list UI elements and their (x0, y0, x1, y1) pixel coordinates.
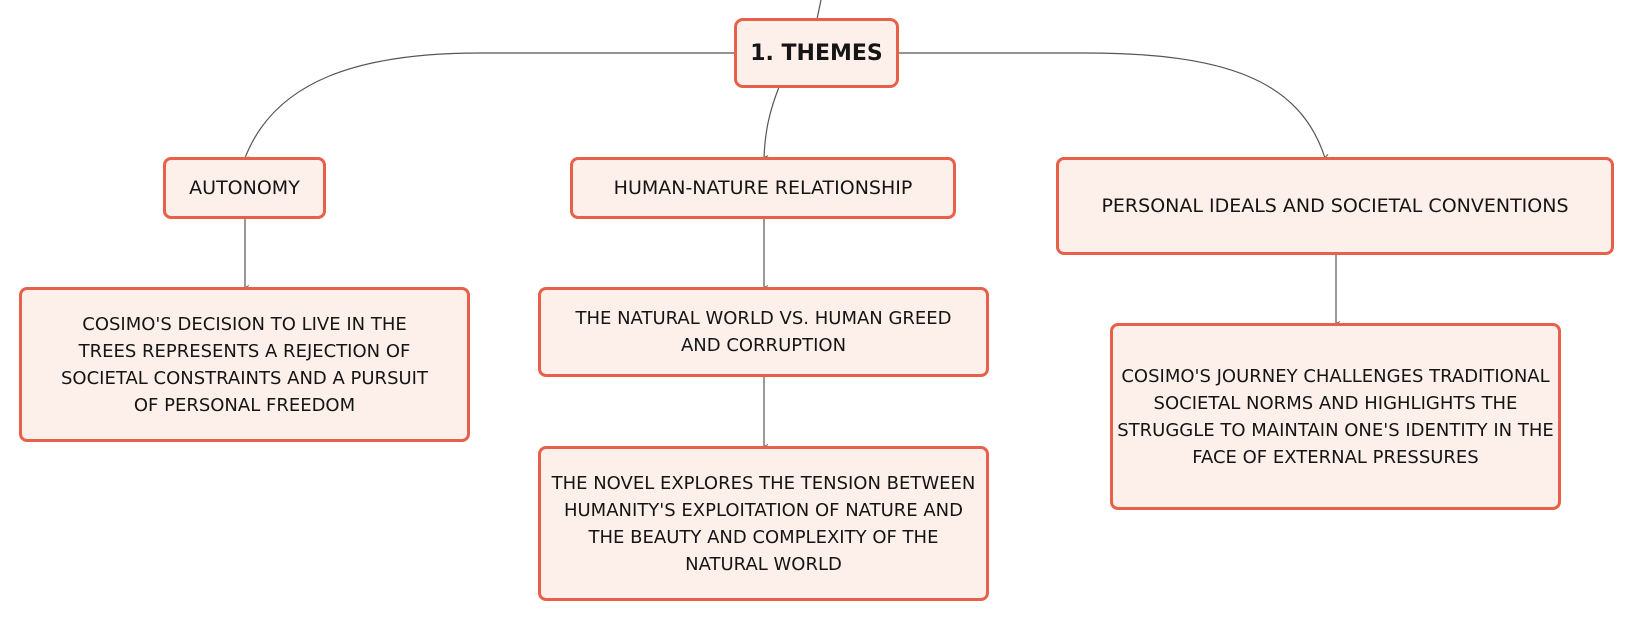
topic-node-autonomy[interactable]: AUTONOMY (163, 157, 326, 219)
topic-node-personal-ideals[interactable]: PERSONAL IDEALS AND SOCIETAL CONVENTIONS (1056, 157, 1614, 255)
connector-root-human-nature (764, 86, 780, 158)
root-node-label: 1. THEMES (750, 40, 883, 66)
connector-root-personal-ideals (898, 52, 1325, 158)
detail-node-text: THE NATURAL WORLD VS. HUMAN GREED AND CO… (575, 308, 952, 356)
subdetail-node-human-nature[interactable]: THE NOVEL EXPLORES THE TENSION BETWEEN H… (538, 446, 989, 601)
detail-node-text: COSIMO'S JOURNEY CHALLENGES TRADITIONAL … (1117, 365, 1554, 468)
detail-node-text: COSIMO'S DECISION TO LIVE IN THE TREES R… (61, 313, 428, 416)
detail-node-human-nature[interactable]: THE NATURAL WORLD VS. HUMAN GREED AND CO… (538, 287, 989, 377)
detail-node-text: THE NOVEL EXPLORES THE TENSION BETWEEN H… (551, 472, 976, 575)
topic-node-label: PERSONAL IDEALS AND SOCIETAL CONVENTIONS (1101, 194, 1569, 217)
root-node-themes[interactable]: 1. THEMES (734, 18, 899, 88)
topic-node-label: HUMAN-NATURE RELATIONSHIP (613, 176, 913, 199)
connector-incoming-root (816, 0, 822, 20)
topic-node-label: AUTONOMY (189, 176, 300, 199)
detail-node-personal-ideals[interactable]: COSIMO'S JOURNEY CHALLENGES TRADITIONAL … (1110, 323, 1561, 510)
topic-node-human-nature-relationship[interactable]: HUMAN-NATURE RELATIONSHIP (570, 157, 956, 219)
connector-root-autonomy (245, 52, 735, 158)
detail-node-autonomy[interactable]: COSIMO'S DECISION TO LIVE IN THE TREES R… (19, 287, 470, 442)
